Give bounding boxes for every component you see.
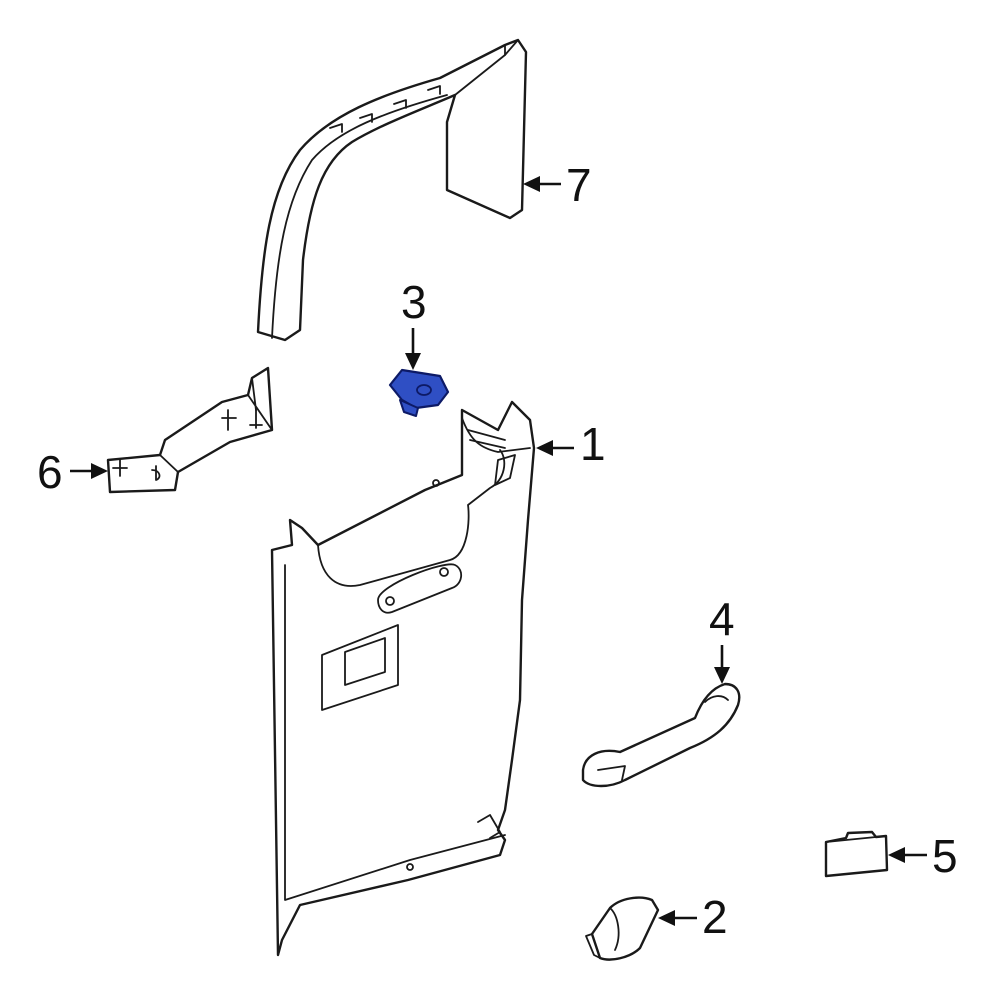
- part-5-cap[interactable]: [824, 830, 889, 878]
- arrow-icon-5: [888, 847, 905, 863]
- callout-label-4: 4: [709, 593, 735, 645]
- part-4-grab-handle[interactable]: [581, 682, 741, 788]
- callout-label-2: 2: [702, 891, 728, 943]
- callout-2[interactable]: 2: [658, 891, 728, 943]
- callout-label-3: 3: [401, 276, 427, 328]
- callout-3[interactable]: 3: [401, 276, 427, 370]
- callout-5[interactable]: 5: [888, 830, 958, 882]
- callout-6[interactable]: 6: [37, 446, 108, 498]
- part-7-upper-trim[interactable]: [256, 38, 528, 342]
- arrow-icon-3: [405, 353, 421, 370]
- part-1-door-panel[interactable]: [270, 400, 536, 957]
- part-2-cover[interactable]: [585, 896, 660, 961]
- part-6-bracket[interactable]: [106, 366, 274, 494]
- arrow-icon-7: [523, 176, 540, 192]
- part-3-clip[interactable]: [388, 368, 450, 417]
- arrow-icon-1: [536, 440, 553, 456]
- callout-label-6: 6: [37, 446, 63, 498]
- callout-label-5: 5: [932, 830, 958, 882]
- callouts: 1 2 3 4 5 6: [37, 159, 958, 943]
- arrow-icon-2: [658, 910, 675, 926]
- arrow-icon-4: [714, 667, 730, 684]
- arrow-icon-6: [91, 463, 108, 479]
- callout-7[interactable]: 7: [523, 159, 592, 211]
- callout-label-7: 7: [566, 159, 592, 211]
- callout-4[interactable]: 4: [709, 593, 735, 684]
- callout-label-1: 1: [580, 418, 606, 470]
- callout-1[interactable]: 1: [536, 418, 606, 470]
